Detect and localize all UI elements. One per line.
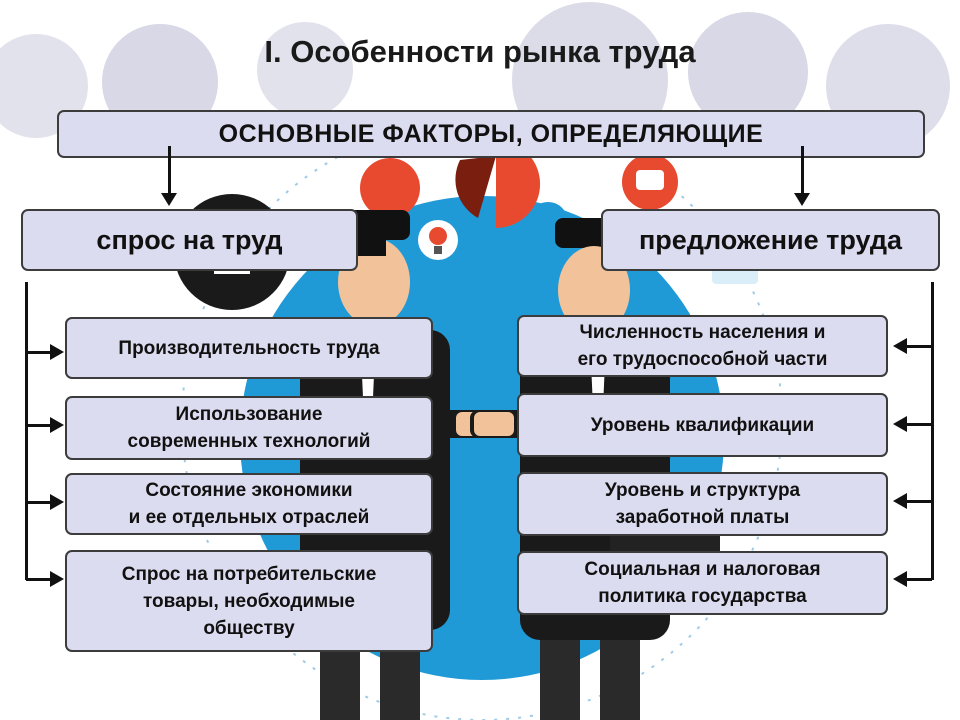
connector-line [168, 146, 171, 194]
supply-bracket-line [931, 282, 934, 580]
connector-line [26, 501, 52, 504]
arrow-down-icon [161, 193, 177, 206]
supply-heading: предложение труда [639, 224, 902, 255]
supply-item: Социальная и налоговая политика государс… [517, 551, 888, 615]
demand-heading-box: спрос на труд [21, 209, 358, 271]
supply-item-line: Численность населения и [579, 322, 826, 343]
factors-label: ОСНОВНЫЕ ФАКТОРЫ, ОПРЕДЕЛЯЮЩИЕ [218, 119, 764, 148]
connector-line [26, 424, 52, 427]
chat-bubble-icon [622, 154, 678, 210]
demand-bracket-line [25, 282, 28, 580]
connector-line [26, 351, 52, 354]
connector-line [906, 500, 932, 503]
connector-line [906, 423, 932, 426]
arrow-right-icon [50, 494, 64, 510]
supply-item: Численность населения и его трудоспособн… [517, 315, 888, 377]
demand-item: Производительность труда [65, 317, 433, 379]
decor-circle [257, 22, 353, 118]
supply-item: Уровень и структура заработной платы [517, 472, 888, 536]
supply-item-line: заработной платы [615, 507, 790, 528]
arrow-down-icon [794, 193, 810, 206]
demand-item-line: обществу [203, 617, 295, 639]
arrow-left-icon [893, 338, 907, 354]
connector-line [801, 146, 804, 194]
demand-heading: спрос на труд [96, 224, 283, 255]
supply-item-line: Уровень квалификации [590, 414, 815, 436]
slide-title: I. Особенности рынка труда [264, 34, 696, 69]
demand-item-line: товары, необходимые [143, 590, 355, 612]
demand-item: Состояние экономики и ее отдельных отрас… [65, 473, 433, 535]
arrow-right-icon [50, 344, 64, 360]
decor-circle [688, 12, 808, 132]
arrow-left-icon [893, 493, 907, 509]
supply-item-line: политика государства [598, 586, 807, 607]
factors-banner: ОСНОВНЫЕ ФАКТОРЫ, ОПРЕДЕЛЯЮЩИЕ [57, 110, 925, 158]
demand-item-line: Состояние экономики [145, 480, 353, 501]
supply-heading-box: предложение труда [601, 209, 940, 271]
lightbulb-icon [418, 220, 458, 260]
connector-line [26, 578, 52, 581]
arrow-left-icon [893, 416, 907, 432]
supply-item-line: его трудоспособной части [577, 349, 828, 370]
pie-chart-icon [360, 156, 541, 229]
supply-item-line: Социальная и налоговая [584, 559, 821, 580]
arrow-right-icon [50, 417, 64, 433]
supply-item-line: Уровень и структура [604, 480, 801, 501]
demand-item-line: Производительность труда [118, 337, 380, 359]
demand-item-line: современных технологий [127, 431, 371, 452]
arrow-right-icon [50, 571, 64, 587]
supply-item: Уровень квалификации [517, 393, 888, 457]
connector-line [906, 345, 932, 348]
demand-item-line: и ее отдельных отраслей [128, 507, 370, 528]
connector-line [906, 578, 932, 581]
demand-item-line: Спрос на потребительские [121, 563, 377, 585]
demand-item-line: Использование [175, 404, 323, 425]
demand-item: Спрос на потребительские товары, необход… [65, 550, 433, 652]
arrow-left-icon [893, 571, 907, 587]
demand-item: Использование современных технологий [65, 396, 433, 460]
